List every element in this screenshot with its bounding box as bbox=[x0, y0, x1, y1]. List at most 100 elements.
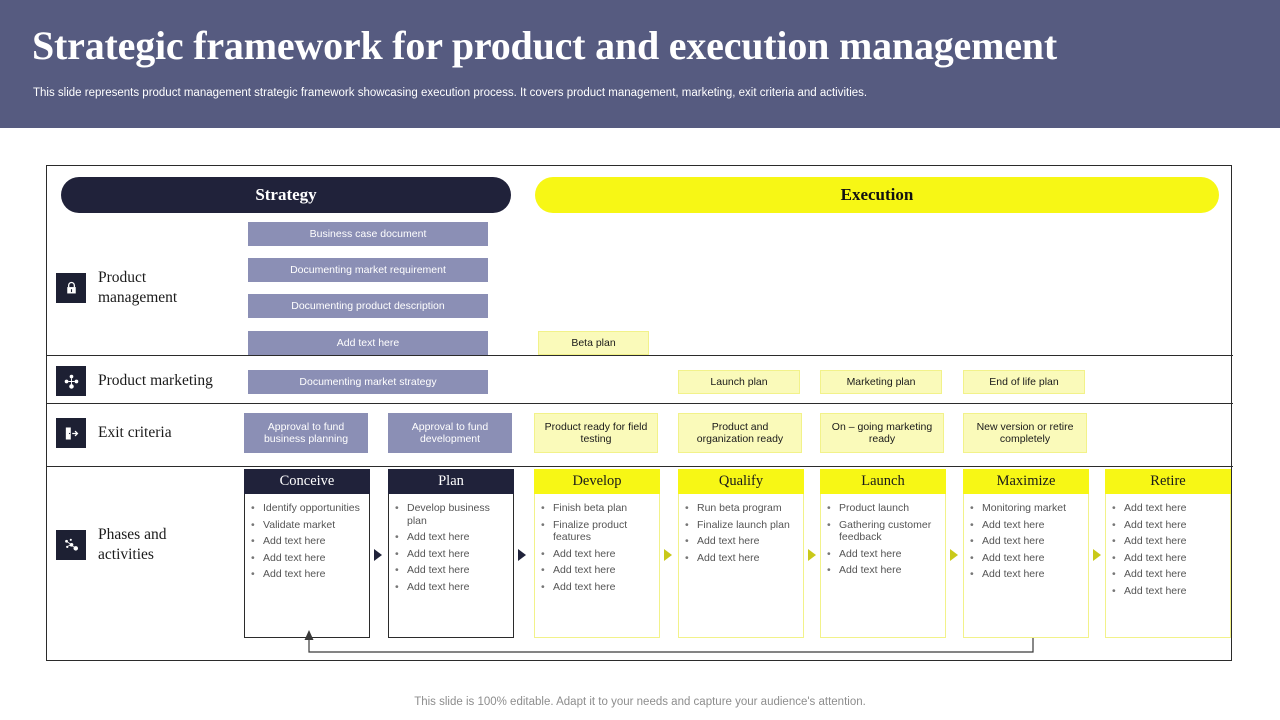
arrow-develop-to-qualify bbox=[664, 549, 672, 561]
banner-execution: Execution bbox=[535, 177, 1219, 213]
phase-title: Retire bbox=[1105, 469, 1231, 494]
list-item: •Add text here bbox=[685, 535, 760, 547]
bullet-dot: • bbox=[970, 535, 974, 547]
exit-box-6[interactable]: New version or retire completely bbox=[963, 413, 1087, 453]
phase-title: Conceive bbox=[244, 469, 370, 494]
list-item: •Add text here bbox=[395, 531, 470, 543]
bullet-dot: • bbox=[251, 502, 255, 514]
list-item: •Add text here bbox=[541, 547, 616, 560]
row-divider bbox=[47, 355, 1233, 356]
list-item: •Add text here bbox=[827, 547, 902, 560]
phase-card-plan[interactable]: Plan •Develop business plan •Add text he… bbox=[388, 469, 514, 638]
mk-box-marketing-plan[interactable]: Marketing plan bbox=[820, 370, 942, 394]
pm-box-beta-plan[interactable]: Beta plan bbox=[538, 331, 649, 355]
network-icon bbox=[56, 366, 86, 396]
bullet-dot: • bbox=[395, 564, 399, 576]
exit-box-4[interactable]: Product and organization ready bbox=[678, 413, 802, 453]
phase-card-qualify[interactable]: Qualify •Run beta program •Finalize laun… bbox=[678, 469, 804, 638]
banner-strategy-label: Strategy bbox=[255, 185, 317, 204]
list-item: •Add text here bbox=[395, 547, 470, 560]
exit-box-3[interactable]: Product ready for field testing bbox=[534, 413, 658, 453]
mk-box-launch-plan[interactable]: Launch plan bbox=[678, 370, 800, 394]
list-item: •Add text here bbox=[251, 551, 326, 564]
pm-box-2[interactable]: Documenting market requirement bbox=[248, 258, 488, 282]
slide-header: Strategic framework for product and exec… bbox=[0, 0, 1280, 128]
bullet-dot: • bbox=[395, 547, 399, 560]
list-item: •Add text here bbox=[251, 535, 326, 547]
arrow-maximize-to-retire bbox=[1093, 549, 1101, 561]
list-item: •Add text here bbox=[970, 551, 1045, 564]
exit-box-2[interactable]: Approval to fund development bbox=[388, 413, 512, 453]
bullet-dot: • bbox=[1112, 551, 1116, 564]
list-item: •Gathering customer feedback bbox=[827, 518, 932, 544]
list-item: •Add text here bbox=[251, 568, 326, 580]
pm-box-3[interactable]: Documenting product description bbox=[248, 294, 488, 318]
pm-box-1[interactable]: Business case document bbox=[248, 222, 488, 246]
bullet-dot: • bbox=[541, 502, 545, 514]
phase-title: Maximize bbox=[963, 469, 1089, 494]
bullet-dot: • bbox=[685, 551, 689, 564]
slide-footer: This slide is 100% editable. Adapt it to… bbox=[414, 696, 866, 708]
list-item: •Add text here bbox=[827, 564, 902, 576]
list-item: •Run beta program bbox=[685, 502, 782, 514]
bullet-dot: • bbox=[1112, 518, 1116, 531]
bullet-dot: • bbox=[685, 502, 689, 514]
phase-body: •Finish beta plan •Finalize product feat… bbox=[534, 494, 660, 638]
mk-box-strategy[interactable]: Documenting market strategy bbox=[248, 370, 488, 394]
phase-card-launch[interactable]: Launch •Product launch •Gathering custom… bbox=[820, 469, 946, 638]
list-item: •Develop business plan bbox=[395, 502, 490, 527]
bullet-dot: • bbox=[251, 535, 255, 547]
bullet-dot: • bbox=[827, 518, 831, 531]
phase-card-retire[interactable]: Retire •Add text here •Add text here •Ad… bbox=[1105, 469, 1231, 638]
list-item: •Add text here bbox=[1112, 568, 1187, 580]
pm-box-4[interactable]: Add text here bbox=[248, 331, 488, 355]
row-label-text: Exit criteria bbox=[98, 424, 172, 441]
list-item: •Add text here bbox=[1112, 551, 1187, 564]
list-item: •Finalize product features bbox=[541, 518, 628, 544]
arrow-launch-to-maximize bbox=[950, 549, 958, 561]
phase-body: •Add text here •Add text here •Add text … bbox=[1105, 494, 1231, 638]
row-label-text: Product marketing bbox=[98, 372, 213, 389]
bullet-dot: • bbox=[541, 518, 545, 531]
list-item: •Add text here bbox=[685, 551, 760, 564]
phase-body: •Develop business plan •Add text here •A… bbox=[388, 494, 514, 638]
exit-box-5[interactable]: On – going marketing ready bbox=[820, 413, 944, 453]
phase-card-conceive[interactable]: Conceive •Identify opportunities •Valida… bbox=[244, 469, 370, 638]
phase-body: •Identify opportunities •Validate market… bbox=[244, 494, 370, 638]
bullet-dot: • bbox=[970, 518, 974, 531]
bullet-dot: • bbox=[1112, 584, 1116, 597]
list-item: •Add text here bbox=[970, 568, 1045, 580]
list-item: •Finish beta plan bbox=[541, 502, 628, 514]
banner-execution-label: Execution bbox=[840, 185, 914, 204]
list-item: •Add text here bbox=[395, 564, 470, 576]
bullet-dot: • bbox=[970, 551, 974, 564]
bullet-dot: • bbox=[541, 564, 545, 576]
mk-box-end-of-life-plan[interactable]: End of life plan bbox=[963, 370, 1085, 394]
arrow-qualify-to-launch bbox=[808, 549, 816, 561]
bullet-dot: • bbox=[251, 568, 255, 580]
exit-box-1[interactable]: Approval to fund business planning bbox=[244, 413, 368, 453]
list-item: •Finalize launch plan bbox=[685, 518, 790, 531]
row-label-product-marketing: Product marketing bbox=[56, 366, 213, 396]
phase-card-develop[interactable]: Develop •Finish beta plan •Finalize prod… bbox=[534, 469, 660, 638]
bullet-dot: • bbox=[541, 580, 545, 593]
list-item: •Add text here bbox=[1112, 518, 1187, 531]
bullet-dot: • bbox=[395, 531, 399, 543]
bullet-dot: • bbox=[541, 547, 545, 560]
page-title: Strategic framework for product and exec… bbox=[32, 23, 1057, 68]
list-item: •Monitoring market bbox=[970, 502, 1067, 514]
bullet-dot: • bbox=[1112, 568, 1116, 580]
bullet-dot: • bbox=[1112, 502, 1116, 514]
bullet-dot: • bbox=[395, 502, 399, 514]
phase-body: •Product launch •Gathering customer feed… bbox=[820, 494, 946, 638]
list-item: •Validate market bbox=[251, 518, 336, 531]
page-subtitle: This slide represents product management… bbox=[33, 87, 868, 99]
list-item: •Add text here bbox=[541, 564, 616, 576]
phase-card-maximize[interactable]: Maximize •Monitoring market •Add text he… bbox=[963, 469, 1089, 638]
bullet-dot: • bbox=[970, 568, 974, 580]
phase-body: •Run beta program •Finalize launch plan … bbox=[678, 494, 804, 638]
bullet-dot: • bbox=[827, 547, 831, 560]
